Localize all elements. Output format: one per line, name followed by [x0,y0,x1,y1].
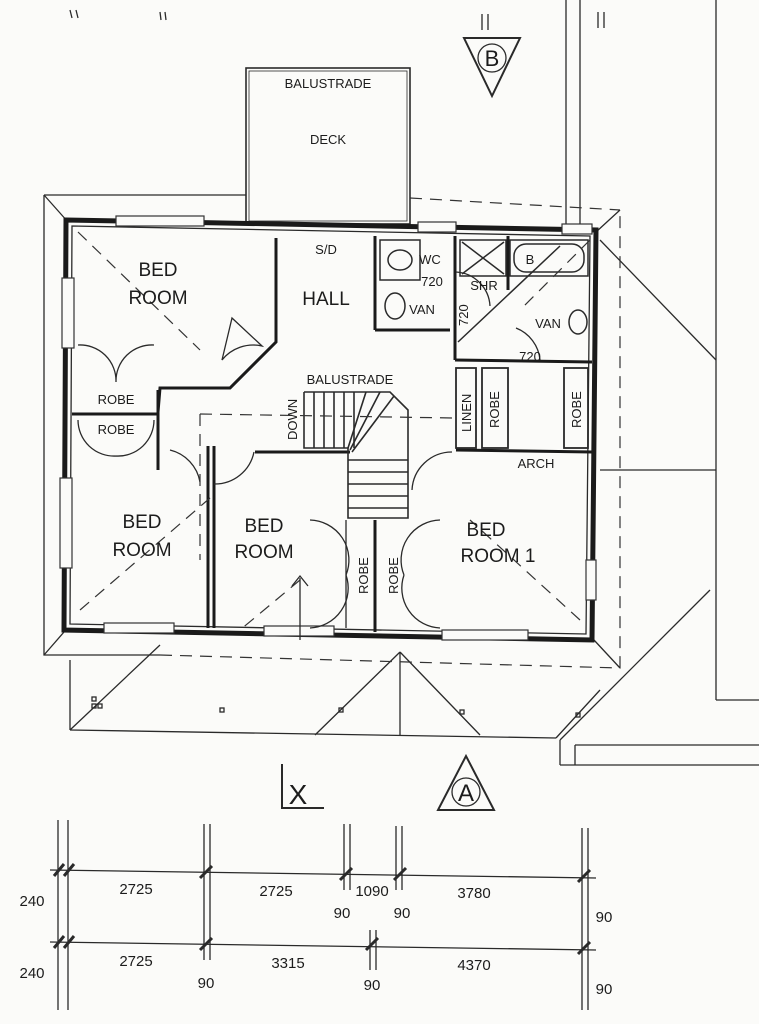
dim-row2-seg1: 2725 [119,953,152,970]
dim-row1-below1: 90 [334,905,351,922]
ensuite-door-dim-label: 720 [456,304,471,326]
marker-a-label: A [458,780,474,807]
bed-room1-label-2: ROOM 1 [461,546,536,567]
dim-row1-below2: 90 [394,905,411,922]
robe-nw-label: ROBE [98,392,135,407]
exterior-walls [61,217,599,643]
dim-row2-below3: 90 [596,981,613,998]
dim-row1-below3: 90 [596,909,613,926]
door-swings [77,271,541,629]
marker-x-label: X [289,779,308,810]
deck-balustrade-label: BALUSTRADE [285,76,372,91]
section-marker-b: B [462,37,522,99]
staircase [303,391,409,519]
bed-mid-label-1: BED [244,516,283,537]
landing-cupboards [455,367,589,449]
robe-w-label: ROBE [98,422,135,437]
mid-robe-2-label: ROBE [386,557,401,594]
vanity-right-label: VAN [535,316,561,331]
section-marker-a: A [436,753,496,811]
sliding-door-label: S/D [315,242,337,257]
bed-room1-label-1: BED [466,520,505,541]
dim-row1-left: 240 [19,893,44,910]
bath-label: B [526,252,535,267]
eave-outline [43,194,621,669]
room-labels: BALUSTRADE DECK S/D HALL WC 720 SHR B VA… [98,76,584,594]
dim-row2-seg3: 4370 [457,957,490,974]
adjacent-building-lines [559,0,759,766]
bathroom-fixtures [379,239,589,343]
arch-label: ARCH [518,456,555,471]
wc-dim-label: 720 [421,274,443,289]
shower-label: SHR [470,278,497,293]
top-edge-marks [69,9,605,30]
bed-mid-label-2: ROOM [234,542,293,563]
dimension-lines [49,820,597,1010]
marker-b-label: B [485,46,500,71]
dim-row1-seg3: 1090 [355,883,388,900]
bed-nw-label-1: BED [138,260,177,281]
bath-door-dim-label: 720 [519,349,541,364]
roof-hip-lines [77,231,591,631]
bed-sw-label-2: ROOM [112,540,171,561]
up-arrow [291,574,309,640]
stair-balustrade-label: BALUSTRADE [307,372,394,387]
interior-walls [72,236,593,632]
bed-sw-label-1: BED [122,512,161,533]
dim-row1-seg4: 3780 [457,885,490,902]
section-marker-x: X [281,764,324,810]
dimension-labels: 240 2725 2725 1090 3780 90 90 90 240 272… [19,881,612,998]
dim-row1-seg2: 2725 [259,883,292,900]
bed-nw-label-2: ROOM [128,288,187,309]
stair-down-label: DOWN [285,399,300,440]
deck-label: DECK [310,132,346,147]
landing-robe-1-label: ROBE [487,391,502,428]
wc-label: WC [419,252,441,267]
mid-robe-1-label: ROBE [356,557,371,594]
linen-label: LINEN [459,394,474,432]
windows [59,215,597,641]
dim-row2-left: 240 [19,965,44,982]
hall-label: HALL [302,289,350,310]
dim-row2-below2: 90 [364,977,381,994]
dim-row1-seg1: 2725 [119,881,152,898]
landing-robe-2-label: ROBE [569,391,584,428]
roof-outline [69,644,601,739]
hall-balustrade-line [199,413,455,419]
vanity-left-label: VAN [409,302,435,317]
dim-row2-seg2: 3315 [271,955,304,972]
dim-row2-below1: 90 [198,975,215,992]
